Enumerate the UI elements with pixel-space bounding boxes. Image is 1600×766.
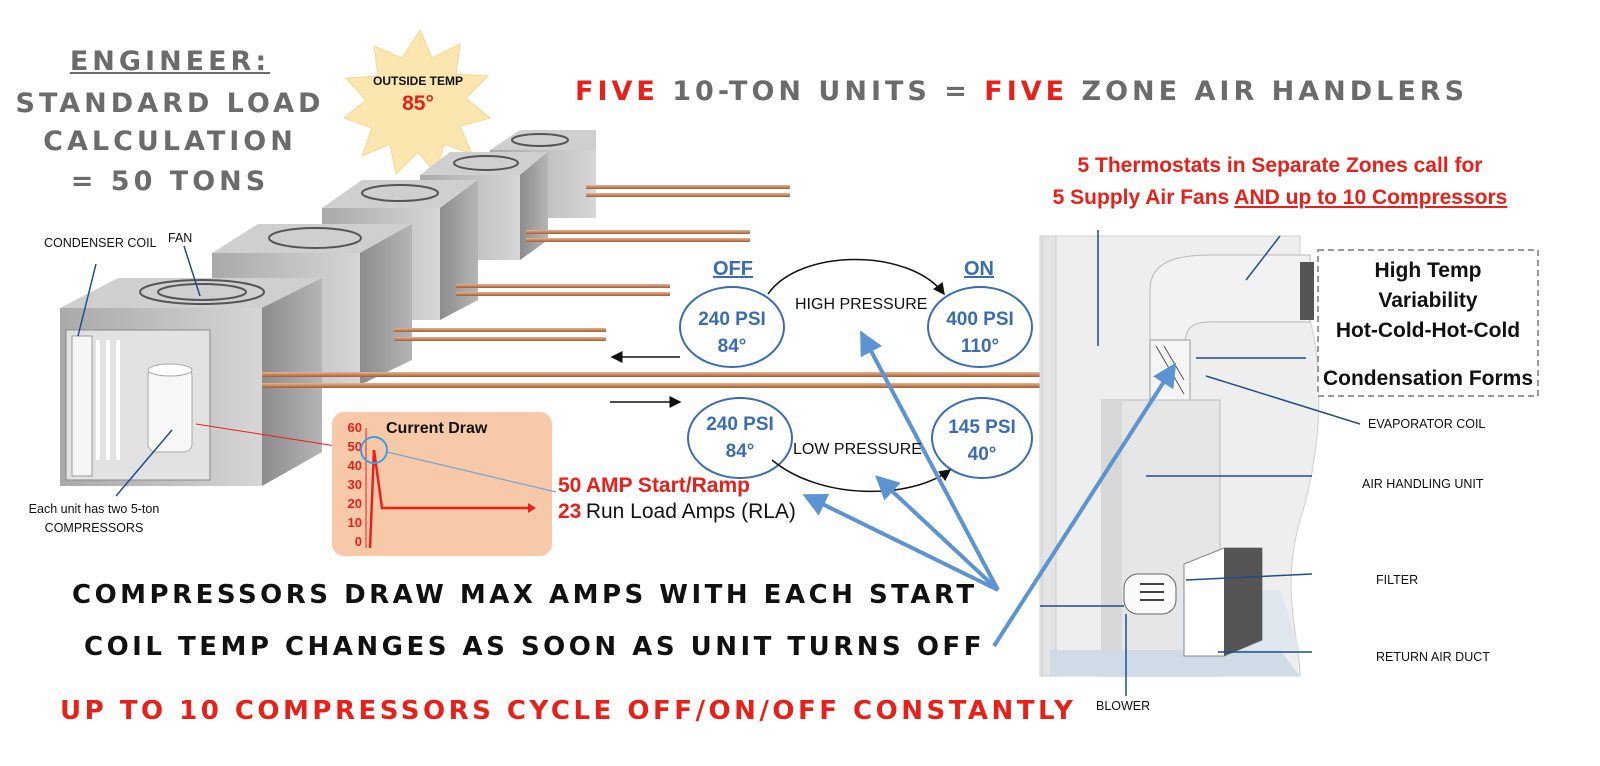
- condenser-coil-label: CONDENSER COIL: [44, 236, 157, 250]
- engineer-line-3: = 50 TONS: [70, 166, 270, 197]
- info-box: High Temp Variability Hot-Cold-Hot-Cold …: [1318, 256, 1538, 394]
- start-amps-label: 50 AMP Start/Ramp: [558, 474, 750, 498]
- y-tick: 10: [347, 515, 362, 530]
- y-tick: 40: [347, 458, 362, 473]
- on-low-node: 145 PSI 40°: [932, 414, 1032, 468]
- engineer-title: ENGINEER:: [69, 46, 271, 77]
- start-amps-text: AMP Start/Ramp: [585, 474, 750, 497]
- off-low-psi: 240 PSI: [706, 414, 774, 435]
- headline-rest: ZONE AIR HANDLERS: [1068, 76, 1469, 107]
- sunburst-icon: [342, 28, 492, 176]
- info-line-4: Condensation Forms: [1322, 367, 1533, 390]
- headline: FIVE 10-TON UNITS = FIVE ZONE AIR HANDLE…: [575, 76, 1468, 107]
- current-draw-y-axis: 60 50 40 30 20 10 0: [340, 420, 362, 553]
- bottom-line-1: COMPRESSORS DRAW MAX AMPS WITH EACH STAR…: [72, 580, 978, 610]
- pointer-arrows: [802, 330, 1177, 648]
- info-line-2: Variability: [1378, 289, 1478, 312]
- on-low-temp: 40°: [967, 444, 997, 465]
- y-tick: 20: [347, 496, 362, 511]
- headline-five-1: FIVE: [575, 76, 659, 107]
- air-handling-unit-label: AIR HANDLING UNIT: [1362, 477, 1484, 491]
- outside-temp-value: 85°: [402, 92, 434, 115]
- current-draw-title: Current Draw: [386, 420, 488, 437]
- start-amps-value: 50: [558, 474, 582, 497]
- engineer-line-2: CALCULATION: [43, 126, 297, 157]
- info-line-1: High Temp: [1374, 259, 1482, 282]
- blower-label: BLOWER: [1096, 699, 1151, 713]
- off-high-node: 240 PSI 84°: [680, 306, 784, 360]
- on-label: ON: [964, 258, 994, 280]
- condenser-units: [60, 130, 596, 486]
- thermostats-line-1: 5 Thermostats in Separate Zones call for: [1077, 154, 1483, 177]
- bottom-line-3: UP TO 10 COMPRESSORS CYCLE OFF/ON/OFF CO…: [60, 696, 1077, 726]
- thermostats-line-2: 5 Supply Air Fans AND up to 10 Compresso…: [1030, 186, 1530, 210]
- outside-temp-label: OUTSIDE TEMP: [372, 74, 463, 88]
- on-low-psi: 145 PSI: [948, 417, 1016, 438]
- off-low-temp: 84°: [725, 441, 755, 462]
- y-tick: 30: [347, 477, 362, 492]
- y-tick: 50: [347, 439, 362, 454]
- bottom-line-2: COIL TEMP CHANGES AS SOON AS UNIT TURNS …: [84, 632, 985, 662]
- engineer-line-1: STANDARD LOAD: [15, 88, 325, 119]
- off-label: OFF: [713, 258, 753, 280]
- off-low-node: 240 PSI 84°: [688, 411, 792, 465]
- run-amps-label: 23 Run Load Amps (RLA): [558, 500, 796, 524]
- y-tick: 60: [347, 420, 362, 435]
- compressors-label-line-1: Each unit has two 5-ton: [28, 502, 160, 516]
- on-high-temp: 110°: [960, 336, 1000, 357]
- run-amps-value: 23: [558, 500, 582, 523]
- high-pressure-label: HIGH PRESSURE: [795, 296, 928, 313]
- on-high-psi: 400 PSI: [946, 309, 1014, 330]
- headline-five-2: FIVE: [984, 76, 1069, 107]
- air-handler-illustration: [1039, 230, 1361, 696]
- info-line-3: Hot-Cold-Hot-Cold: [1335, 319, 1521, 342]
- evaporator-coil-label: EVAPORATOR COIL: [1368, 417, 1486, 431]
- thermostats-line-2-emphasis: AND up to 10 Compressors: [1234, 186, 1508, 209]
- pressure-cycle: [679, 258, 1033, 493]
- y-tick: 0: [354, 534, 362, 549]
- refrigerant-lines: [262, 185, 1162, 388]
- filter-label: FILTER: [1376, 573, 1419, 587]
- thermostats-line-2-prefix: 5 Supply Air Fans: [1052, 186, 1235, 209]
- return-air-duct-label: RETURN AIR DUCT: [1376, 650, 1490, 664]
- fan-label: FAN: [168, 231, 193, 245]
- run-amps-text: Run Load Amps (RLA): [585, 500, 796, 523]
- info-box-border: [1317, 249, 1539, 397]
- low-pressure-label: LOW PRESSURE: [793, 441, 922, 458]
- on-high-node: 400 PSI 110°: [928, 306, 1032, 360]
- headline-mid: 10-TON UNITS =: [658, 76, 985, 107]
- off-high-psi: 240 PSI: [698, 309, 766, 330]
- compressors-label-line-2: COMPRESSORS: [44, 521, 144, 535]
- off-high-temp: 84°: [717, 336, 747, 357]
